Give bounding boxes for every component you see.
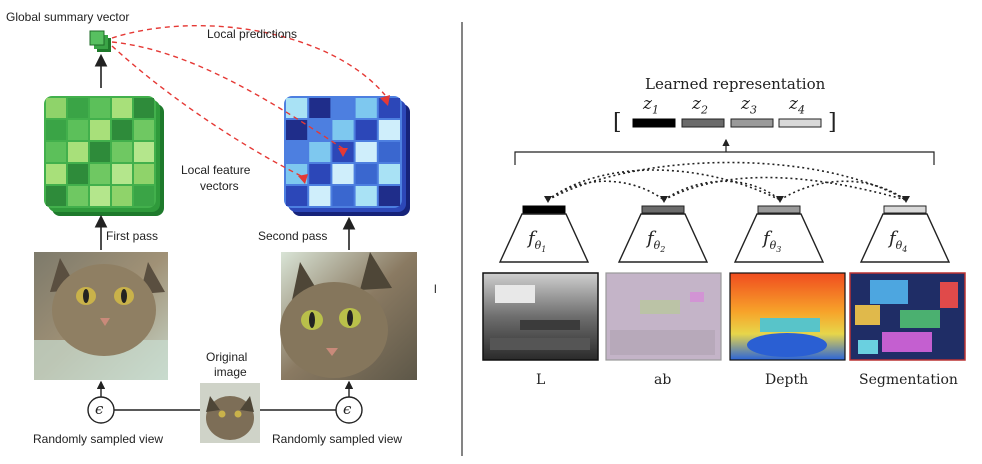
grid-cell: [112, 142, 132, 162]
grid-cell: [112, 186, 132, 206]
local-feature-label-2: vectors: [200, 179, 239, 193]
open-bracket: [: [613, 110, 622, 135]
local-predictions-label: Local predictions: [207, 27, 298, 41]
grid-cell: [134, 120, 154, 140]
grid-cell: [90, 142, 110, 162]
z1-label: z1: [643, 94, 659, 117]
global-summary-vector: [89, 30, 111, 52]
encoder-f4: fθ4: [889, 228, 908, 254]
grid-cell: [378, 98, 400, 118]
encoder-f2: fθ2: [647, 228, 666, 254]
z4-label: z4: [789, 94, 805, 117]
image-segmentation: [849, 272, 966, 361]
label-segmentation: Segmentation: [859, 372, 958, 388]
label-ab: ab: [654, 372, 672, 388]
z2-label: z2: [692, 94, 708, 117]
view-label-right: Randomly sampled view: [272, 432, 403, 446]
grid-cell: [134, 186, 154, 206]
grid-cell: [46, 98, 66, 118]
grid-cell: [355, 164, 377, 184]
representation-bracket: [514, 138, 935, 165]
grid-cell: [46, 186, 66, 206]
global-summary-label: Global summary vector: [6, 10, 130, 24]
z3-label: z3: [741, 94, 757, 117]
label-L: L: [536, 372, 546, 388]
stray-mark: l: [434, 282, 437, 296]
grid-cell: [68, 120, 88, 140]
grid-cell: [309, 98, 331, 118]
image-depth: [729, 272, 846, 361]
grid-cell: [134, 98, 154, 118]
first-pass-label: First pass: [106, 229, 159, 243]
epsilon-left: ϵ: [95, 400, 104, 418]
grid-cell: [355, 186, 377, 206]
grid-cell: [286, 120, 308, 140]
image-ab: [605, 272, 722, 361]
grid-cell: [309, 120, 331, 140]
grid-cell: [355, 120, 377, 140]
grid-cell: [378, 142, 400, 162]
close-bracket: ]: [828, 110, 837, 135]
original-label-1: Original: [206, 350, 248, 364]
grid-cell: [112, 98, 132, 118]
learned-representation-title: Learned representation: [645, 75, 826, 93]
grid-cell: [90, 186, 110, 206]
green-grid: [46, 98, 154, 206]
encoder-f3: fθ3: [763, 228, 782, 254]
original-image: [200, 383, 260, 443]
encoder-f1: fθ1: [528, 228, 547, 254]
grid-cell: [90, 164, 110, 184]
grid-cell: [68, 98, 88, 118]
cat-view-left: [34, 252, 168, 380]
z-vector-bars: [632, 118, 822, 128]
view-label-left: Randomly sampled view: [33, 432, 164, 446]
cross-arrowheads: [544, 196, 910, 203]
local-feature-label-1: Local feature: [181, 163, 251, 177]
grid-cell: [378, 164, 400, 184]
grid-cell: [355, 98, 377, 118]
grid-cell: [286, 142, 308, 162]
grid-cell: [46, 142, 66, 162]
epsilon-right: ϵ: [343, 400, 352, 418]
local-prediction-arrows: [111, 25, 386, 179]
grid-cell: [332, 120, 354, 140]
grid-cell: [332, 186, 354, 206]
image-L: [482, 272, 599, 361]
cross-view-arrows: [547, 161, 907, 201]
encoder-blocks: [498, 205, 951, 263]
original-label-2: image: [214, 365, 247, 379]
grid-cell: [46, 164, 66, 184]
prediction-arrowheads: [298, 95, 390, 184]
grid-cell: [90, 120, 110, 140]
grid-cell: [286, 186, 308, 206]
epsilon-circle-left: [87, 396, 115, 424]
grid-cell: [355, 142, 377, 162]
grid-cell: [68, 164, 88, 184]
grid-cell: [309, 186, 331, 206]
epsilon-circle-right: [335, 396, 363, 424]
second-pass-label: Second pass: [258, 229, 328, 243]
grid-cell: [134, 164, 154, 184]
label-depth: Depth: [765, 372, 809, 388]
grid-cell: [112, 120, 132, 140]
grid-cell: [332, 98, 354, 118]
grid-cell: [309, 164, 331, 184]
grid-cell: [112, 164, 132, 184]
grid-cell: [46, 120, 66, 140]
grid-cell: [332, 164, 354, 184]
grid-cell: [134, 142, 154, 162]
grid-cell: [90, 98, 110, 118]
grid-cell: [68, 186, 88, 206]
grid-cell: [68, 142, 88, 162]
grid-cell: [309, 142, 331, 162]
grid-cell: [378, 120, 400, 140]
grid-cell: [286, 98, 308, 118]
cat-view-right: [280, 252, 417, 380]
grid-cell: [378, 186, 400, 206]
